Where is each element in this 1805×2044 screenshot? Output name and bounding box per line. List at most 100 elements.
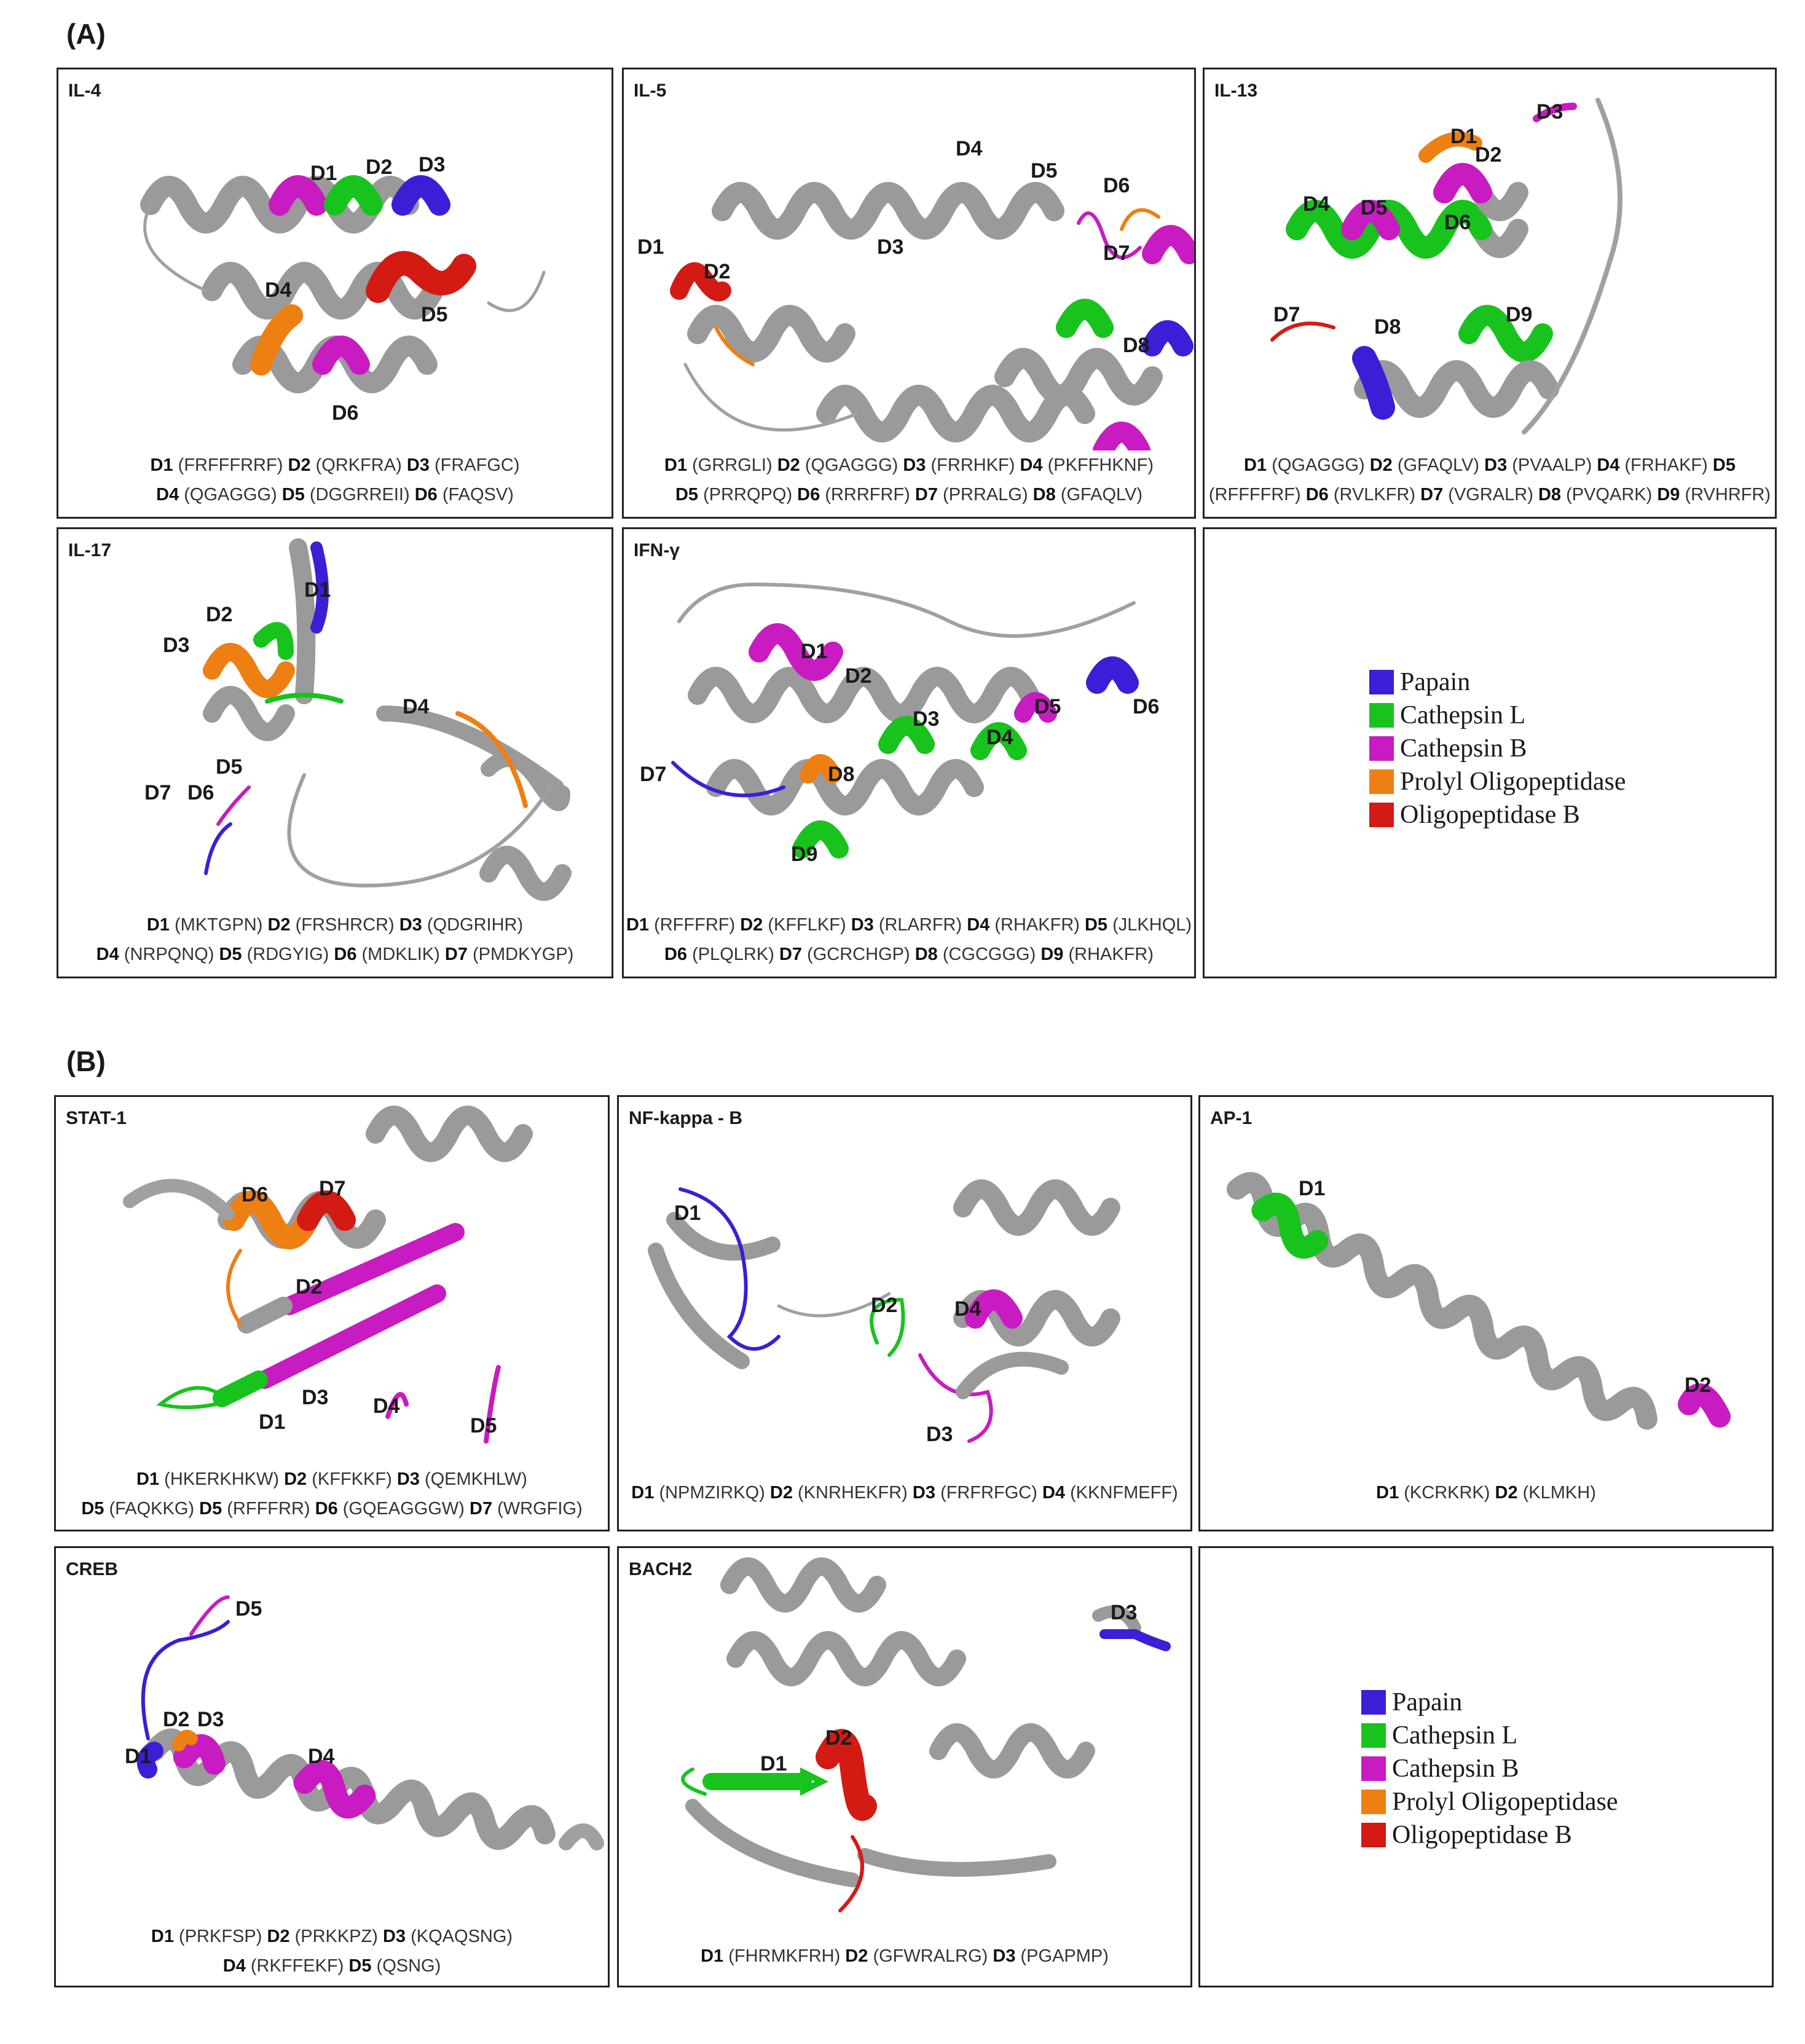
panel-title: IL-17 [68,540,112,560]
domain-label: D6 [1133,695,1159,718]
domain-sequence: D1 (KCRKRK) [1376,1483,1490,1503]
panel-nfkb: NF-kappa - B D1 D2 D3 D4 D1 (NPMZIRKQ) D… [617,1095,1192,1531]
domain-label: D1 [259,1410,285,1434]
domain-peptide: (MDKLIK) [361,945,440,964]
domain-sequence: D6 (MDKLIK) [334,945,439,964]
protein-structure-il4: D1 D2 D3 D4 D5 D6 [140,153,546,425]
domain-peptide: (GFAQLV) [1060,485,1143,505]
domain-peptide: (GFAQLV) [1397,455,1480,475]
domain-label: D2 [163,1708,189,1731]
domain-peptide: (NRPQNQ) [124,945,214,964]
caption-line: D1 (HKERKHKW) D2 (KFFKKF) D3 (QEMKHLW) [56,1464,608,1494]
domain-id: D8 [1538,485,1562,505]
domain-sequence: D5 (RFFFRR) [199,1499,310,1519]
panel-creb: CREB D1 D2 D3 D4 D5 D1 (PRKFSP) D2 (PRKK… [54,1546,610,1987]
domain-id: D1 [150,455,173,475]
panel-title: IL-5 [634,81,667,101]
protein-structure-stat1: D1 D2 D3 D4 D5 D6 D7 [123,1106,533,1444]
domain-sequence: D9 (RHAKFR) [1040,945,1154,964]
legend: Papain Cathepsin L Cathepsin B Prolyl Ol… [1361,1686,1618,1852]
legend-item-cathepsin-l: Cathepsin L [1369,699,1626,732]
legend-swatch [1361,1823,1386,1847]
domain-peptide: (KCRKRK) [1404,1483,1490,1503]
legend-item-oligopeptidase-b: Oligopeptidase B [1369,798,1626,831]
domain-peptide: (FHRMKFRH) [728,1946,841,1966]
domain-peptide: (VGRALR) [1448,485,1533,505]
domain-peptide: (RFFFRF) [654,915,736,935]
protein-structure-il17: D1 D2 D3 D4 D5 D6 D7 [144,538,572,901]
domain-id: D8 [914,945,938,964]
panel-stat1: STAT-1 D1 D2 D3 D4 D5 D6 D7 D1 (HKERKHKW… [54,1095,610,1531]
domain-peptide: (QDGRIHR) [427,915,524,935]
caption-line: D1 (QGAGGG) D2 (GFAQLV) D3 (PVAALP) D4 (… [1205,450,1775,480]
domain-label: D2 [206,603,232,626]
domain-label: D3 [913,707,939,731]
domain-label: D6 [332,401,358,425]
domain-peptide: (WRGFIG) [497,1499,583,1519]
domain-sequence: D2 (KFFKKF) [284,1469,392,1489]
domain-sequence: D3 (QEMKHLW) [397,1469,527,1489]
domain-id: D2 [284,1469,307,1489]
sequence-caption: D1 (KCRKRK) D2 (KLMKH) [1200,1478,1772,1507]
domain-peptide: (PGAPMP) [1020,1946,1109,1966]
protein-structure-il13: D1 D2 D3 D4 D5 D6 D7 D8 D9 [1270,98,1622,434]
domain-sequence: (RFFFFRF) [1209,485,1301,505]
domain-label: D2 [296,1275,322,1299]
domain-label: D8 [1123,334,1149,357]
domain-label: D4 [956,137,983,160]
domain-label: D4 [403,695,430,718]
domain-id: D1 [136,1469,160,1489]
domain-label: D3 [302,1386,328,1409]
domain-peptide: (KQAQSNG) [411,1927,513,1946]
legend-label: Cathepsin B [1392,1755,1519,1783]
domain-sequence: D6 (RRRFRF) [797,485,910,505]
domain-label: D1 [760,1752,787,1775]
section-label-a: (A) [66,18,106,50]
sequence-caption: D1 (HKERKHKW) D2 (KFFKKF) D3 (QEMKHLW) D5… [56,1464,608,1523]
domain-id: D3 [382,1927,406,1946]
domain-id: D2 [740,915,763,935]
domain-label: D3 [163,634,189,657]
panel-title: IFN-γ [634,540,680,560]
legend-swatch [1369,803,1394,827]
domain-peptide: (PRRQPQ) [703,485,793,505]
caption-line: D6 (PLQLRK) D7 (GCRCHGP) D8 (CGCGGG) D9 … [624,940,1194,969]
domain-sequence: D7 (WRGFIG) [470,1499,583,1519]
domain-id: D1 [151,1927,174,1946]
domain-sequence: D4 (KKNFMEFF) [1042,1483,1178,1503]
caption-line: D4 (NRPQNQ) D5 (RDGYIG) D6 (MDKLIK) D7 (… [58,940,611,969]
domain-id: D5 [1712,455,1736,475]
domain-label: D7 [1103,242,1130,265]
domain-sequence: D3 (QDGRIHR) [399,915,523,935]
domain-id: D4 [1597,455,1620,475]
domain-label: D7 [144,781,171,804]
domain-label: D4 [308,1745,335,1768]
domain-sequence: D2 (KFFLKF) [740,915,846,935]
protein-structure-nfkb: D1 D2 D3 D4 [648,1179,1120,1446]
domain-label: D5 [235,1597,262,1621]
domain-label: D2 [704,260,730,283]
legend-item-prolyl-oligopeptidase: Prolyl Oligopeptidase [1361,1785,1618,1818]
domain-id: D6 [315,1499,338,1519]
domain-sequence: D6 (PLQLRK) [664,945,774,964]
legend-item-papain: Papain [1369,666,1626,699]
domain-peptide: (RVHRFR) [1685,485,1771,505]
domain-label: D5 [1031,159,1057,183]
legend-swatch [1369,670,1394,694]
domain-id: D6 [664,945,688,964]
domain-id: D2 [1369,455,1393,475]
domain-sequence: D4 (RKFFEKF) [223,1956,344,1976]
legend-label: Prolyl Oligopeptidase [1400,768,1626,796]
domain-peptide: (FRRHKF) [930,455,1015,475]
domain-peptide: (FAQSV) [442,485,514,505]
domain-id: D5 [81,1499,104,1519]
caption-line: D4 (QGAGGG) D5 (DGGRREII) D6 (FAQSV) [58,480,611,509]
domain-label: D3 [877,235,903,259]
legend-swatch [1369,703,1394,728]
caption-line: D1 (FRFFFRRF) D2 (QRKFRA) D3 (FRAFGC) [58,450,611,480]
caption-line: D1 (MKTGPN) D2 (FRSHRCR) D3 (QDGRIHR) [58,910,611,940]
domain-sequence: D1 (NPMZIRKQ) [631,1483,765,1503]
domain-id: D2 [288,455,311,475]
domain-peptide: (KNRHEKFR) [798,1483,908,1503]
domain-peptide: (CGCGGG) [942,945,1036,964]
